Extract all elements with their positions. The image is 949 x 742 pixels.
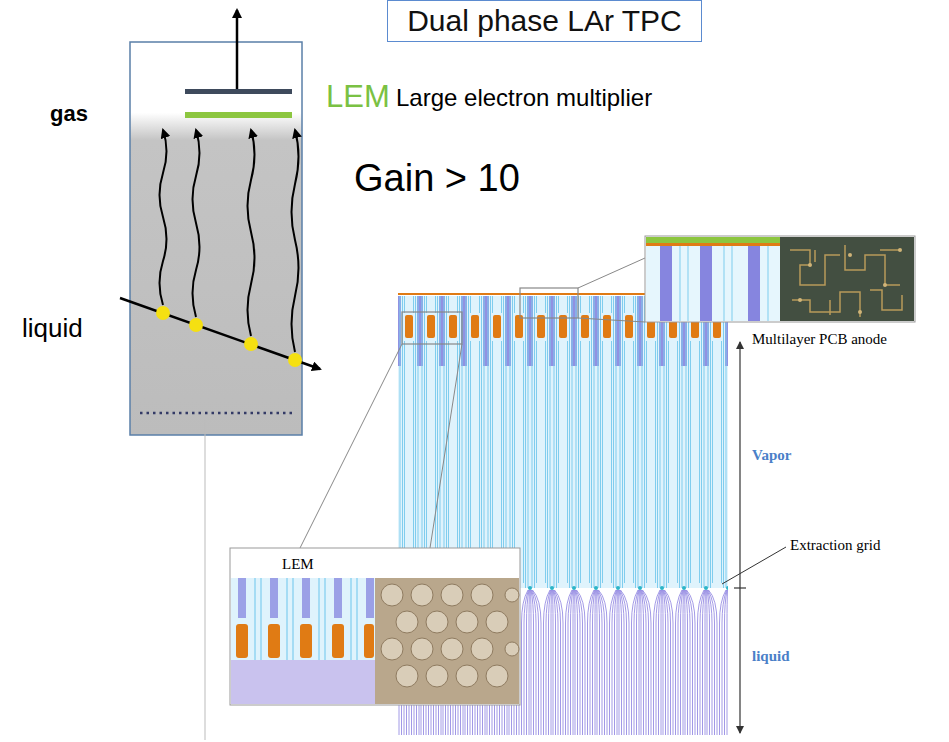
phase-label: gas: [50, 102, 88, 126]
gain-label: Gain > 10: [354, 158, 520, 200]
lem-label: LEM: [326, 80, 390, 114]
part-label: Multilayer PCB anode: [752, 331, 887, 348]
title-text: Dual phase LAr TPC: [407, 4, 682, 38]
region-label: Vapor: [752, 447, 791, 464]
inset-title: LEM: [282, 556, 314, 573]
phase-label: liquid: [22, 314, 83, 343]
title-box: Dual phase LAr TPC: [387, 0, 702, 42]
lem-description: Large electron multiplier: [396, 85, 652, 111]
part-label: Extraction grid: [790, 537, 880, 554]
region-label: liquid: [752, 648, 790, 665]
